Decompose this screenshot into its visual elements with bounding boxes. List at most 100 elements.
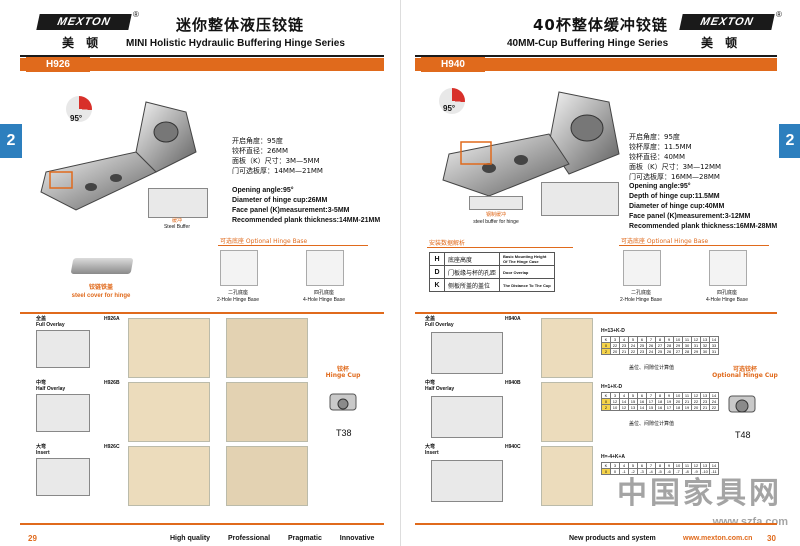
table-cell: 23 bbox=[637, 348, 647, 355]
row-b-note: 盖位、间隙位计算值 bbox=[629, 421, 675, 427]
spec-line: Opening angle:95° bbox=[232, 187, 294, 194]
footer-slogan: High quality Professional Pragmatic Inno… bbox=[162, 535, 382, 542]
table-cell: 15 bbox=[646, 404, 656, 411]
row-c-hinge-image bbox=[431, 460, 503, 502]
two-hole-base-image bbox=[623, 250, 661, 286]
row-b-diagram bbox=[541, 382, 593, 442]
spec-line: Diameter of hinge cup:26MM bbox=[232, 197, 328, 204]
row-c-hinge-image bbox=[36, 458, 90, 496]
page-number: 30 bbox=[767, 534, 776, 543]
buffer-detail-image bbox=[148, 188, 208, 218]
table-cell: 13 bbox=[628, 404, 638, 411]
row-c-code: H926C bbox=[104, 444, 120, 450]
row-a-hinge-image bbox=[431, 332, 503, 374]
slogan-item: High quality bbox=[170, 535, 211, 542]
hinge-cup-image bbox=[728, 395, 756, 413]
specs-english: Opening angle:95° Diameter of hinge cup:… bbox=[232, 186, 380, 226]
watermark-chinese: 中国家具网 bbox=[617, 476, 782, 511]
four-hole-base-label-cn: 四孔底座 bbox=[313, 290, 334, 296]
row-b-hinge-image bbox=[36, 394, 90, 432]
two-hole-base-label-en: 2-Hole Hinge Base bbox=[217, 297, 259, 303]
chapter-tab: 2 bbox=[0, 124, 22, 158]
angle-icon bbox=[66, 96, 92, 122]
row-c-diagram bbox=[541, 446, 593, 506]
model-bar bbox=[415, 58, 777, 71]
footer-rule bbox=[20, 523, 384, 525]
row-a-hinge-image bbox=[36, 330, 90, 368]
spec-line: 面板（K）尺寸：3M—12MM bbox=[629, 163, 722, 171]
spec-line: Recommended plank thickness:16MM-28MM bbox=[629, 223, 778, 230]
four-hole-base-label-en: 4-Hole Hinge Base bbox=[706, 297, 748, 303]
footer-rule bbox=[415, 523, 777, 525]
four-hole-base-image bbox=[709, 250, 747, 286]
row-a-code: H940A bbox=[505, 316, 521, 322]
optional-base-heading: 可选底座 Optional Hinge Base bbox=[220, 238, 308, 245]
model-bar bbox=[20, 58, 384, 71]
hinge-cup-label-cn: 可选铰杯 bbox=[732, 366, 757, 373]
install-data-heading: 安装数据解析 bbox=[429, 240, 466, 247]
table-cell: 24 bbox=[646, 348, 656, 355]
slogan-item: Pragmatic bbox=[287, 535, 322, 542]
left-page: MEXTON ® 美 顿 迷你整体液压铰链 MINI Holistic Hydr… bbox=[0, 10, 384, 543]
spec-line: 门可选板厚：16MM—28MM bbox=[629, 173, 720, 181]
watermark-url: www.szfa.com bbox=[712, 516, 788, 528]
hinge-illustration bbox=[442, 91, 620, 197]
two-hole-base-label-cn: 二孔底座 bbox=[630, 290, 651, 296]
spec-line: 铰杯直径：40MM bbox=[629, 153, 685, 161]
hinge-cup-label-en: Optional Hinge Cup bbox=[712, 372, 778, 379]
row-a-side-diagram bbox=[128, 318, 210, 378]
table-cell: -11 bbox=[709, 468, 719, 475]
spec-line: 开启角度：95度 bbox=[629, 133, 680, 141]
table-cell: 22 bbox=[709, 404, 719, 411]
two-hole-base-image bbox=[220, 250, 258, 286]
spec-line: Diameter of hinge cup:40MM bbox=[629, 203, 725, 210]
footer-url: www.mexton.com.cn bbox=[683, 535, 753, 542]
table-cell: 22 bbox=[628, 348, 638, 355]
two-hole-base-label-cn: 二孔底座 bbox=[227, 290, 248, 296]
table-cell: 21 bbox=[619, 348, 629, 355]
row-b-code: H926B bbox=[104, 380, 120, 386]
table-cell: 17 bbox=[664, 404, 674, 411]
row-c-code: H940C bbox=[505, 444, 521, 450]
header-rule bbox=[415, 55, 777, 57]
row-b-hinge-image bbox=[431, 396, 503, 438]
title-english: MINI Holistic Hydraulic Buffering Hinge … bbox=[126, 38, 345, 49]
brand-chinese: 美 顿 bbox=[62, 36, 103, 50]
buffer-label-cn: 缓冲 bbox=[171, 218, 182, 224]
row-b-formula: H=1+K-D bbox=[601, 384, 623, 390]
row-b-code: H940B bbox=[505, 380, 521, 386]
row-a-formula: H=13+K-D bbox=[601, 328, 625, 334]
four-hole-base-label-cn: 四孔底座 bbox=[716, 290, 737, 296]
table-cell: 18 bbox=[673, 404, 683, 411]
spec-line: Opening angle:95° bbox=[629, 183, 691, 190]
registered-mark: ® bbox=[133, 10, 139, 19]
table-cell: 28 bbox=[682, 348, 692, 355]
model-tag: H926 bbox=[26, 57, 90, 72]
footer-tagline: New products and system bbox=[569, 535, 656, 542]
hinge-cup-code: T38 bbox=[336, 428, 352, 438]
hinge-illustration bbox=[40, 101, 197, 211]
chapter-tab: 2 bbox=[779, 124, 800, 158]
table-cell: 21 bbox=[700, 404, 710, 411]
angle-label: 95° bbox=[443, 104, 456, 113]
table-cell: 25 bbox=[655, 348, 665, 355]
spec-line: 面板（K）尺寸：3M—5MM bbox=[232, 157, 320, 165]
spec-line: 门可选板厚：14MM—21MM bbox=[232, 167, 323, 175]
registered-mark: ® bbox=[776, 10, 782, 19]
hinge-cup-label-cn: 铰杯 bbox=[336, 366, 349, 373]
steel-cover-label-cn: 铰链铁盖 bbox=[88, 285, 113, 291]
row-a-code: H926A bbox=[104, 316, 120, 322]
buffer-bar-image bbox=[469, 196, 523, 210]
